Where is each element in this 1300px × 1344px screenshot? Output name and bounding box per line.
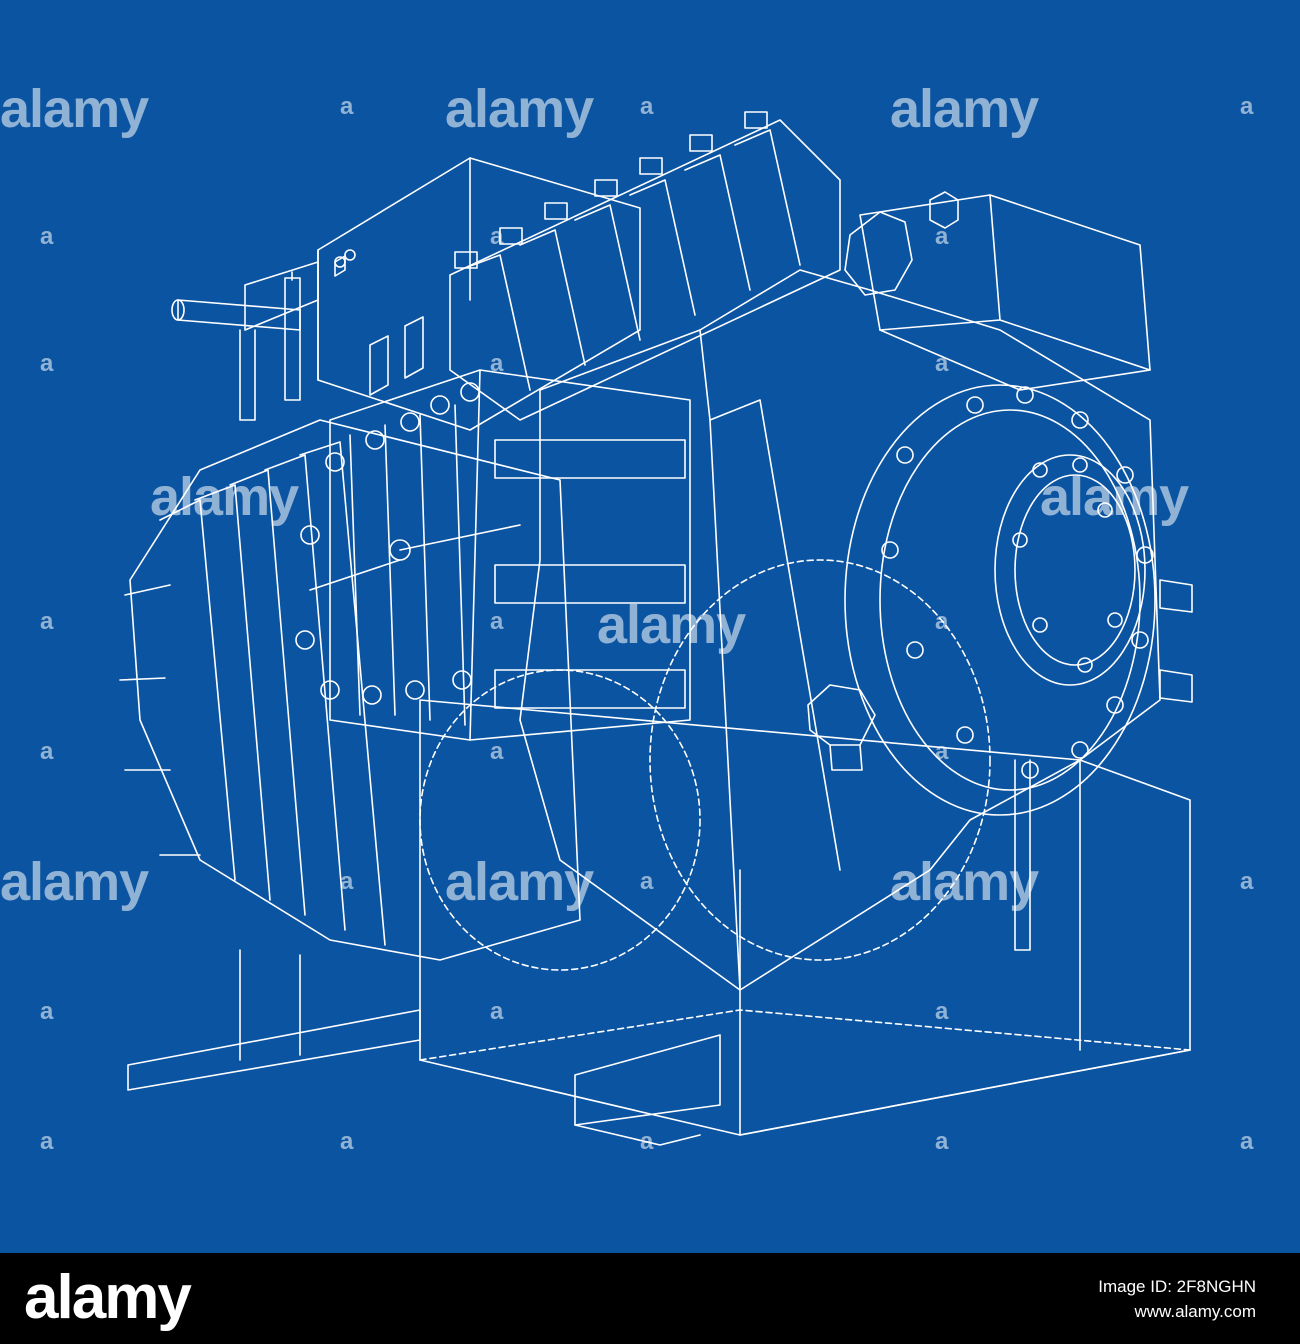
watermark-mark: a: [1240, 868, 1254, 895]
watermark: alamy: [1040, 467, 1189, 527]
watermark-mark: a: [40, 998, 54, 1025]
oil-plug: [807, 684, 876, 771]
watermark: alamy: [0, 852, 149, 912]
site-url: www.alamy.com: [1134, 1301, 1256, 1321]
watermark: alamy: [445, 79, 594, 139]
base-and-feet: [127, 559, 1191, 1146]
watermark-mark: a: [340, 868, 354, 895]
cylinder-head-fins: [449, 111, 841, 421]
stock-footer-bar: alamy Image ID: 2F8NGHN www.alamy.com: [0, 1253, 1300, 1344]
watermark-mark: a: [490, 350, 504, 377]
watermark-mark: a: [640, 1128, 654, 1155]
watermark-mark: a: [1240, 1128, 1254, 1155]
watermark: alamy: [445, 852, 594, 912]
watermark-mark: a: [640, 93, 654, 120]
watermark: alamy: [890, 852, 1039, 912]
watermark: alamy: [597, 595, 746, 655]
watermark-mark: a: [935, 350, 949, 377]
watermark: alamy: [0, 79, 149, 139]
watermark-mark: a: [40, 608, 54, 635]
watermark-mark: a: [40, 738, 54, 765]
image-id: Image ID: 2F8NGHN: [1098, 1277, 1256, 1296]
watermark-mark: a: [40, 223, 54, 250]
watermark-mark: a: [490, 223, 504, 250]
watermark-mark: a: [935, 1128, 949, 1155]
watermark-mark: a: [40, 1128, 54, 1155]
watermark-mark: a: [490, 998, 504, 1025]
watermark-mark: a: [935, 608, 949, 635]
watermark: alamy: [890, 79, 1039, 139]
watermark-mark: a: [340, 93, 354, 120]
watermark-mark: a: [935, 738, 949, 765]
valve-handle: [171, 261, 319, 421]
valve-plate: [295, 369, 691, 741]
watermark-mark: a: [490, 608, 504, 635]
watermark: alamy: [150, 467, 299, 527]
watermark-mark: a: [40, 350, 54, 377]
watermark-mark: a: [640, 868, 654, 895]
watermark-mark: a: [1240, 93, 1254, 120]
image-reference: Image ID: 2F8NGHN www.alamy.com: [1098, 1275, 1256, 1324]
watermark-mark: a: [935, 223, 949, 250]
blueprint-background: alamy alamy alamy alamy alamy alamy alam…: [0, 0, 1300, 1253]
watermark-mark: a: [935, 998, 949, 1025]
terminal-box: [844, 191, 1151, 391]
alamy-logo: alamy: [24, 1263, 192, 1332]
watermark-mark: a: [340, 1128, 354, 1155]
compressor-wireframe-drawing: [119, 111, 1193, 1146]
motor-housing: [119, 419, 581, 961]
bearing-flange: [844, 384, 1193, 816]
watermark-mark: a: [490, 738, 504, 765]
